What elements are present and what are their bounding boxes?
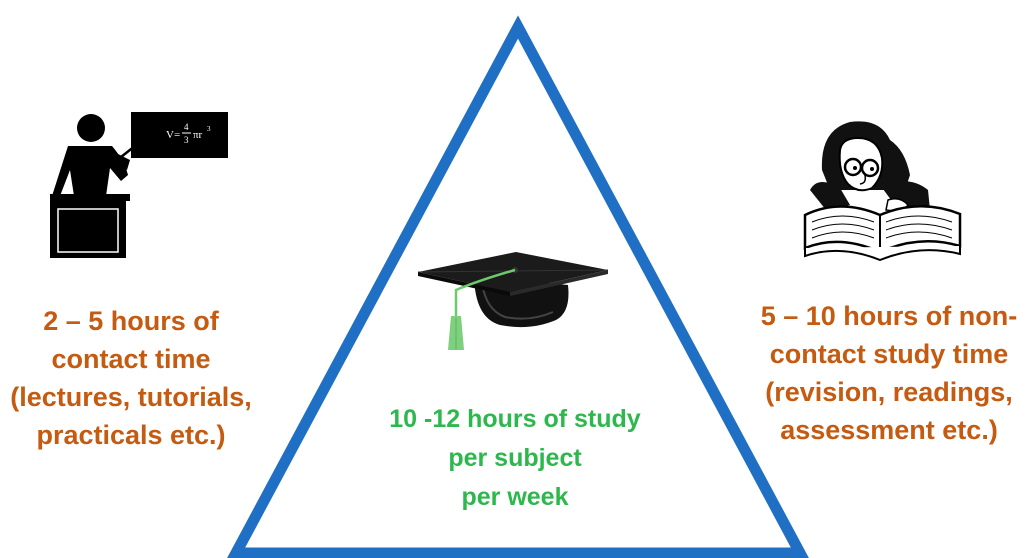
- teacher-blackboard-icon: V= 4 3 πr 3: [50, 112, 228, 258]
- svg-text:4: 4: [184, 122, 189, 132]
- non-contact-time-label: 5 – 10 hours of non- contact study time …: [748, 297, 1030, 449]
- non-contact-time-line: 5 – 10 hours of non-: [760, 301, 1018, 331]
- study-time-triangle: [227, 15, 809, 558]
- svg-text:3: 3: [184, 135, 189, 145]
- total-study-label: 10 -12 hours of study per subject per we…: [360, 400, 670, 517]
- student-reading-book-icon: [803, 121, 962, 262]
- total-study-line: per subject: [448, 444, 582, 472]
- svg-text:V=: V=: [166, 129, 180, 141]
- total-study-line: 10 -12 hours of study: [389, 405, 641, 433]
- svg-text:3: 3: [207, 125, 211, 133]
- graduation-cap-icon: [417, 252, 609, 350]
- non-contact-time-line: assessment etc.): [780, 415, 998, 445]
- contact-time-label: 2 – 5 hours of contact time (lectures, t…: [0, 302, 262, 454]
- svg-text:πr: πr: [193, 129, 203, 141]
- non-contact-time-line: (revision, readings,: [765, 377, 1013, 407]
- non-contact-time-line: contact study time: [769, 339, 1009, 369]
- contact-time-line: practicals etc.): [36, 420, 226, 450]
- total-study-line: per week: [461, 483, 569, 511]
- contact-time-line: 2 – 5 hours of: [43, 306, 219, 336]
- contact-time-line: (lectures, tutorials,: [10, 382, 252, 412]
- contact-time-line: contact time: [51, 344, 211, 374]
